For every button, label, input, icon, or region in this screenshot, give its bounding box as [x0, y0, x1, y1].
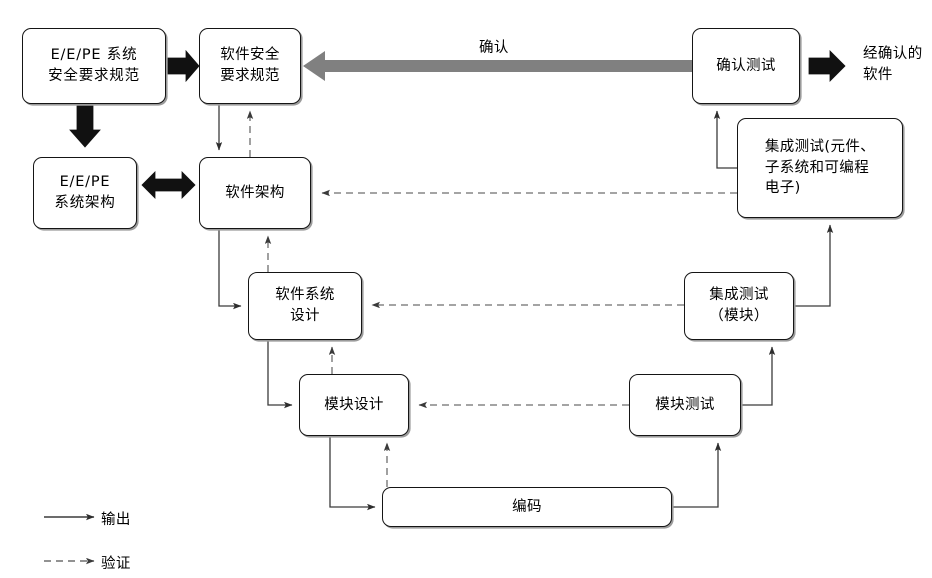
- arrow-eepe-arch-to-sw-arch: [141, 171, 196, 199]
- node-label: 模块测试: [655, 396, 715, 413]
- node-label: 确认测试: [716, 57, 776, 74]
- node-label: 软件架构: [225, 184, 285, 201]
- node-ee-pe-safety-requirements[interactable]: E/E/PE 系统安全要求规范: [22, 28, 166, 104]
- output-sysdesign-to-moduledesign: [267, 340, 293, 409]
- legend-verification-label: 验证: [101, 556, 131, 572]
- output-moduledesign-to-coding: [329, 436, 376, 511]
- node-software-system-design[interactable]: 软件系统设计: [248, 272, 362, 340]
- output-swarch-to-sysdesign: [218, 229, 242, 310]
- node-label: 软件系统设计: [275, 287, 335, 324]
- arrow-eepe-req-to-eepe-arch: [69, 105, 101, 148]
- node-integration-test-module[interactable]: 集成测试（模块）: [684, 272, 794, 340]
- output-coding-to-moduletest: [672, 442, 722, 508]
- node-software-safety-requirements[interactable]: 软件安全要求规范: [199, 28, 301, 104]
- legend-output-label: 输出: [101, 512, 131, 528]
- node-coding[interactable]: 编码: [382, 487, 672, 527]
- node-label: 软件安全要求规范: [220, 47, 280, 84]
- node-label: 编码: [512, 498, 542, 515]
- node-label: 模块设计: [324, 396, 384, 413]
- arrow-eepe-req-to-sw-req: [167, 49, 200, 83]
- output-moduletest-to-integration-module: [741, 346, 776, 406]
- node-integration-test-system[interactable]: 集成测试(元件、子系统和可编程电子): [737, 118, 903, 218]
- node-label: 集成测试(元件、子系统和可编程电子): [764, 139, 876, 197]
- node-software-architecture[interactable]: 软件架构: [199, 157, 311, 229]
- validation-gray-arrow: [303, 51, 692, 81]
- node-module-test[interactable]: 模块测试: [629, 374, 741, 436]
- node-validation-test[interactable]: 确认测试: [692, 28, 800, 104]
- output-integration-module-to-integration-system: [794, 224, 834, 307]
- node-label: 集成测试（模块）: [709, 287, 769, 324]
- arrow-validation-test-to-validated-software: [808, 50, 846, 82]
- output-integration-system-to-validationtest: [713, 110, 737, 169]
- node-module-design[interactable]: 模块设计: [299, 374, 409, 436]
- validated-software-label: 经确认的软件: [863, 46, 923, 83]
- node-label: E/E/PE 系统安全要求规范: [48, 47, 140, 84]
- validation-arrow-label: 确认: [479, 40, 509, 56]
